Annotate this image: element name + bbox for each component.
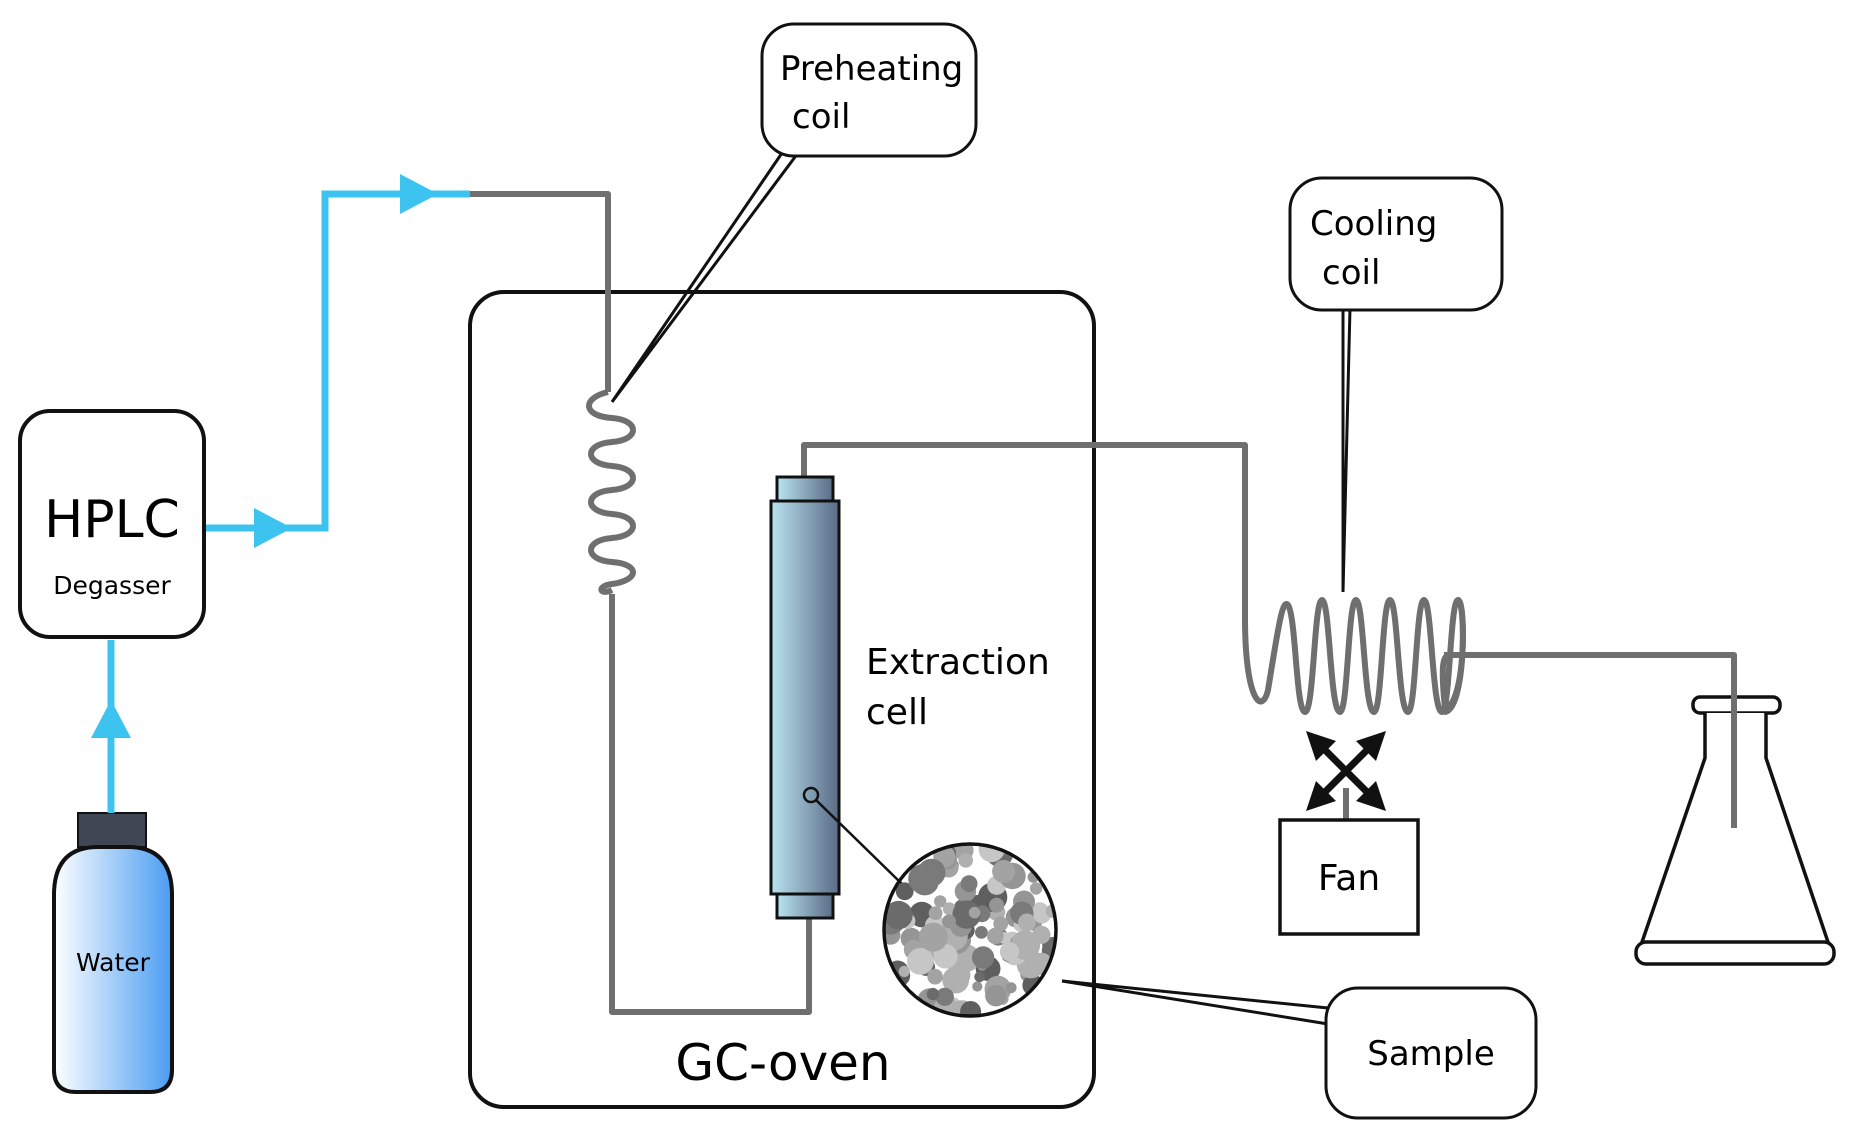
water-bottle: Water <box>52 812 174 1094</box>
sample-callout: Sample <box>1061 979 1538 1120</box>
hplc-label: HPLC <box>44 490 180 550</box>
sample-particle <box>987 927 1004 945</box>
cell-bottom-cap <box>775 892 835 920</box>
sample-particle <box>917 858 946 887</box>
sample-particle <box>927 968 943 985</box>
bottle-cap <box>77 812 147 848</box>
sample-particle <box>926 987 940 1001</box>
extraction-cell: Extraction cell <box>769 475 1050 920</box>
sample-particle <box>898 965 910 978</box>
tubing <box>470 191 1737 1015</box>
collection-flask-icon <box>1634 655 1836 966</box>
gc-oven: GC-oven <box>468 290 1096 1109</box>
sample-particle <box>993 916 1009 932</box>
preheating-coil <box>586 389 636 595</box>
hplc-degasser-unit: HPLC Degasser <box>18 409 206 639</box>
sample-particle <box>1005 982 1017 994</box>
sample-particle <box>975 926 988 939</box>
preheating-label-line1: Preheating <box>780 49 963 89</box>
sample-particle <box>992 860 1016 883</box>
cell-body <box>769 499 841 896</box>
sample-point-marker <box>802 786 820 804</box>
preheating-label-line2: coil <box>792 97 850 137</box>
water-label: Water <box>76 948 151 977</box>
sample-particle <box>989 897 1005 913</box>
sample-particle <box>960 1001 982 1016</box>
sample-label: Sample <box>1367 1034 1494 1074</box>
cooling-coil <box>1242 597 1466 715</box>
flow-arrow-icon <box>91 174 438 738</box>
sample-particle <box>918 922 948 952</box>
sample-particle <box>942 914 956 929</box>
extraction-label-line2: cell <box>866 692 928 733</box>
cell-top-cap <box>775 475 835 503</box>
sample-particle <box>972 981 983 992</box>
sample-particle <box>895 882 914 901</box>
sample-particle <box>1029 882 1043 895</box>
cooling-label-line2: coil <box>1322 253 1380 293</box>
sample-particle <box>935 987 954 1006</box>
sample-particle <box>907 948 934 975</box>
sample-particle <box>950 964 971 986</box>
magnifier-line <box>815 799 903 885</box>
sample-particle <box>942 902 956 916</box>
sample-particle <box>968 906 981 919</box>
extraction-label-line1: Extraction <box>866 642 1050 683</box>
gc-oven-label: GC-oven <box>675 1034 890 1092</box>
sample-particle <box>928 906 943 920</box>
sample-particle <box>971 946 995 969</box>
bottle-body <box>52 845 174 1094</box>
sample-particle <box>934 895 947 908</box>
fan: Fan <box>1278 731 1420 936</box>
cooling-callout: Cooling coil <box>1288 176 1504 593</box>
preheating-callout: Preheating coil <box>610 22 978 403</box>
airflow-arrows-icon <box>1306 731 1386 811</box>
sample-particle <box>958 853 973 868</box>
sample-particle <box>985 984 1007 1007</box>
cooling-label-line1: Cooling <box>1310 204 1437 244</box>
sample-particle <box>978 844 1005 863</box>
sample-particle <box>999 942 1020 962</box>
sample-particle <box>974 971 985 983</box>
sample-particle <box>960 875 978 892</box>
sample-particle <box>1018 913 1036 932</box>
cooling-coil-outlet <box>1439 597 1466 712</box>
fan-label: Fan <box>1318 858 1380 899</box>
sample-magnifier <box>882 842 1058 1018</box>
degasser-label: Degasser <box>53 571 171 600</box>
sample-particle <box>884 900 913 930</box>
